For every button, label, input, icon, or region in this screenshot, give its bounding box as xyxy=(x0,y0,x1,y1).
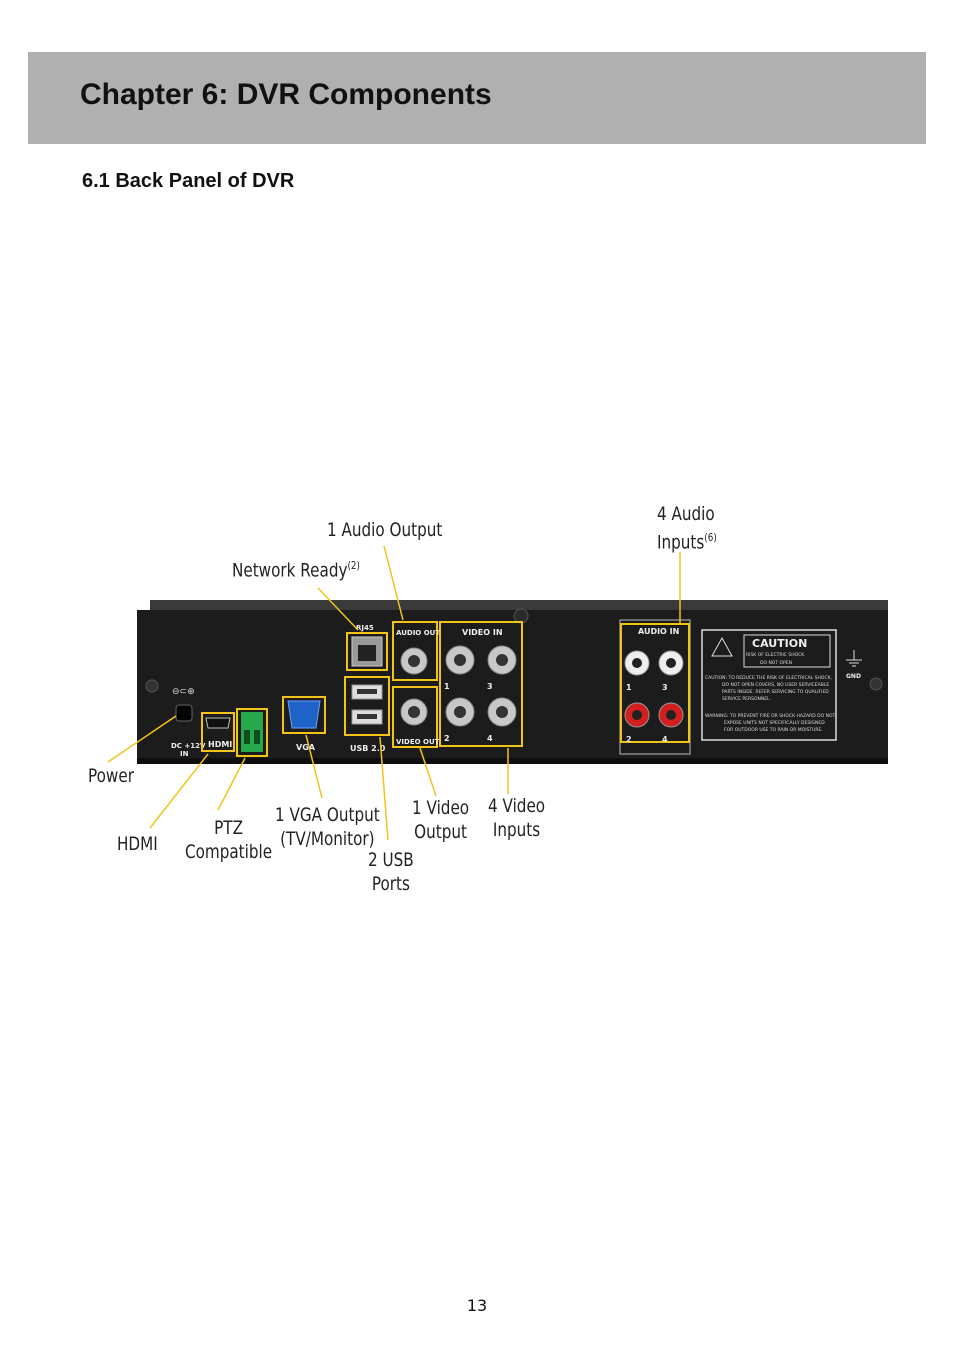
svg-text:3: 3 xyxy=(487,682,493,691)
video-out-connector xyxy=(408,706,420,718)
gnd-label: GND xyxy=(846,673,861,680)
callout-power: Power xyxy=(88,765,134,787)
audio-in-2-connector xyxy=(632,710,642,720)
svg-text:2: 2 xyxy=(444,734,450,743)
hdmi-panel-label: HDMI xyxy=(208,740,232,749)
audio-in-4-connector xyxy=(666,710,676,720)
chapter-header-bar: Chapter 6: DVR Components xyxy=(28,52,926,144)
usb-highlight xyxy=(344,676,390,736)
svg-text:CAUTION: TO REDUCE THE RISK OF: CAUTION: TO REDUCE THE RISK OF ELECTRICA… xyxy=(705,675,832,681)
rj45-highlight xyxy=(346,632,388,671)
screw-icon xyxy=(513,608,529,624)
svg-text:3: 3 xyxy=(662,683,668,692)
page-number: 13 xyxy=(466,1296,488,1315)
audio-in-3-connector xyxy=(666,658,676,668)
section-title: 6.1 Back Panel of DVR xyxy=(82,170,295,192)
hdmi-highlight xyxy=(201,712,235,752)
screw-icon xyxy=(145,679,159,693)
svg-text:DO NOT OPEN: DO NOT OPEN xyxy=(760,660,792,666)
callout-hdmi: HDMI xyxy=(117,833,158,855)
video-in-2-connector xyxy=(454,706,466,718)
video-in-3-connector xyxy=(496,654,508,666)
audio-in-label: AUDIO IN xyxy=(638,627,679,636)
dc-power-jack xyxy=(175,704,193,722)
svg-text:⊖⊂⊕: ⊖⊂⊕ xyxy=(172,687,195,697)
callout-vga-output: 1 VGA Output(TV/Monitor) xyxy=(275,804,380,850)
svg-text:1: 1 xyxy=(444,682,450,691)
caution-label xyxy=(701,629,837,741)
device-bottom-edge xyxy=(137,758,888,764)
svg-text:SERVICE PERSONNEL.: SERVICE PERSONNEL. xyxy=(722,696,771,702)
hdmi-port xyxy=(205,717,231,729)
dc-label: DC +12V xyxy=(171,742,206,750)
ptz-highlight xyxy=(236,708,268,757)
screw-icon xyxy=(869,677,883,691)
audio-in-highlight xyxy=(620,623,690,743)
audio-out-connector xyxy=(408,655,420,667)
caution-title: CAUTION xyxy=(752,637,807,650)
ground-icon xyxy=(846,650,862,667)
svg-text:DO NOT OPEN COVERS, NO USER SE: DO NOT OPEN COVERS, NO USER SERVICEABLE xyxy=(722,682,829,688)
video-out-highlight xyxy=(392,686,438,748)
dvr-back-panel-illustration: ⊖⊂⊕ DC +12V IN HDMI VGA RJ45 USB 2.0 AUD… xyxy=(107,545,888,841)
video-in-label: VIDEO IN xyxy=(462,628,503,637)
svg-text:1: 1 xyxy=(626,683,632,692)
svg-text:4: 4 xyxy=(487,734,493,743)
svg-text:EXPOSE UNITS NOT SPECIFICALLY: EXPOSE UNITS NOT SPECIFICALLY DESIGNED xyxy=(724,720,825,726)
vga-highlight xyxy=(282,696,326,734)
rj45-label: RJ45 xyxy=(356,624,374,632)
callout-leader-lines xyxy=(107,545,681,841)
audio-out-highlight xyxy=(392,621,438,681)
callout-network-ready: Network Ready(2) xyxy=(232,559,360,582)
vga-port xyxy=(287,700,321,729)
video-in-4-connector xyxy=(496,706,508,718)
video-out-label: VIDEO OUT xyxy=(396,738,440,746)
svg-text:4: 4 xyxy=(662,735,668,744)
callout-audio-output: 1 Audio Output xyxy=(327,519,443,541)
svg-text:RISK OF ELECTRIC SHOCK: RISK OF ELECTRIC SHOCK xyxy=(746,652,805,658)
video-in-1-connector xyxy=(454,654,466,666)
svg-text:FOR OUTDOOR USE TO RAIN OR MOI: FOR OUTDOOR USE TO RAIN OR MOISTURE. xyxy=(724,727,823,733)
audio-out-label: AUDIO OUT xyxy=(396,629,440,637)
dvr-back-panel-figure: ⊖⊂⊕ DC +12V IN HDMI VGA RJ45 USB 2.0 AUD… xyxy=(0,490,954,920)
svg-text:2: 2 xyxy=(626,735,632,744)
usb-panel-label: USB 2.0 xyxy=(350,744,386,753)
vga-panel-label: VGA xyxy=(296,743,316,752)
video-in-highlight xyxy=(439,621,523,747)
svg-text:WARNING: TO PREVENT FIRE OR SH: WARNING: TO PREVENT FIRE OR SHOCK HAZARD… xyxy=(705,713,835,719)
svg-text:PARTS INSIDE. REFER SERVICING: PARTS INSIDE. REFER SERVICING TO QUALIFI… xyxy=(722,689,829,695)
warning-triangle-icon xyxy=(711,636,733,657)
audio-in-1-connector xyxy=(632,658,642,668)
chapter-title: Chapter 6: DVR Components xyxy=(80,78,492,111)
dc-in-label: IN xyxy=(180,750,189,758)
